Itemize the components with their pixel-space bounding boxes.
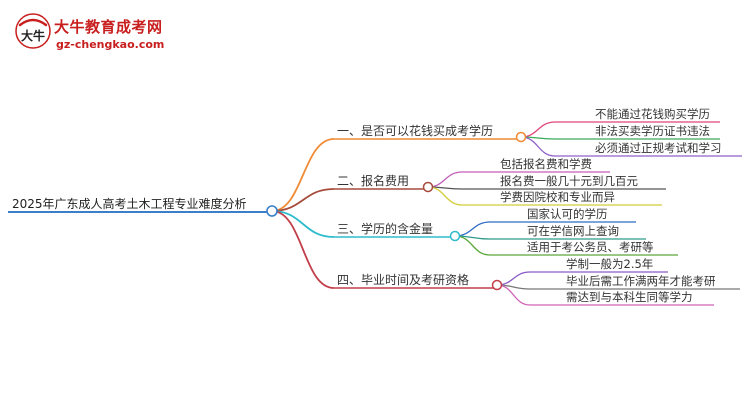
leaf-connector xyxy=(496,284,531,306)
leaf-label: 国家认可的学历 xyxy=(527,207,608,221)
branch-connector xyxy=(271,188,335,212)
leaf-label: 非法买卖学历证书违法 xyxy=(595,124,710,138)
root-label: 2025年广东成人高考土木工程专业难度分析 xyxy=(12,196,247,211)
leaf-label: 需达到与本科生同等学力 xyxy=(566,290,693,304)
branch-label: 二、报名费用 xyxy=(337,173,409,188)
site-logo[interactable]: 大牛 大牛教育成考网 gz-chengkao.com xyxy=(14,12,164,56)
branch-label: 四、毕业时间及考研资格 xyxy=(337,272,469,287)
leaf-connector xyxy=(496,271,531,286)
leaf-label: 学费因院校和专业而异 xyxy=(500,190,615,204)
leaf-label: 适用于考公务员、考研等 xyxy=(527,240,654,254)
logo-url: gz-chengkao.com xyxy=(56,38,165,51)
branch-node-circle xyxy=(491,279,503,291)
leaf-label: 包括报名费和学费 xyxy=(500,157,592,171)
logo-mark-text: 大牛 xyxy=(21,28,45,43)
logo-title: 大牛教育成考网 xyxy=(54,18,163,36)
branch-connector xyxy=(271,210,335,238)
leaf-connector xyxy=(427,171,463,188)
branch-node-circle xyxy=(449,230,461,242)
leaf-connector xyxy=(520,136,556,157)
leaf-label: 学制一般为2.5年 xyxy=(566,257,653,271)
branch-connector xyxy=(271,138,335,212)
leaf-label: 可在学信网上查询 xyxy=(527,224,619,238)
branch-label: 一、是否可以花钱买成考学历 xyxy=(337,123,493,138)
branch-connector xyxy=(271,210,335,289)
leaf-label: 报名费一般几十元到几百元 xyxy=(500,174,638,188)
leaf-label: 不能通过花钱购买学历 xyxy=(595,107,710,121)
leaf-label: 必须通过正规考试和学习 xyxy=(595,141,722,155)
branch-node-circle xyxy=(422,181,434,193)
branch-label: 三、学历的含金量 xyxy=(337,221,433,236)
root-node-circle xyxy=(266,205,278,217)
branch-node-circle xyxy=(515,131,527,143)
leaf-connector xyxy=(520,121,556,138)
leaf-connector xyxy=(454,221,491,237)
logo-mark-icon: 大牛 xyxy=(15,13,51,49)
leaf-label: 毕业后需工作满两年才能考研 xyxy=(566,274,716,288)
leaf-connector xyxy=(427,186,463,206)
